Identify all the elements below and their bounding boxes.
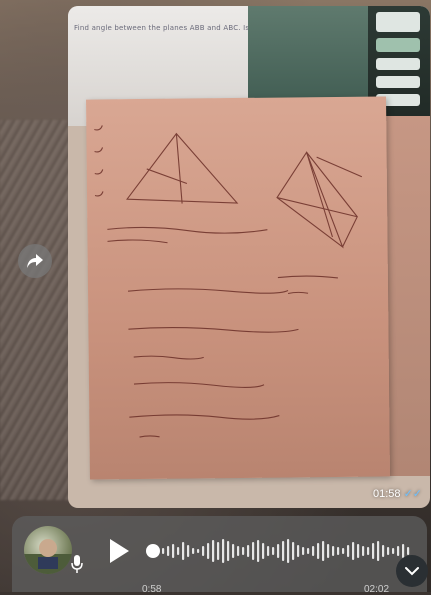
waveform-bar	[237, 546, 240, 556]
playback-scrubber[interactable]	[146, 544, 160, 558]
photo-message[interactable]: Find angle between the planes ABB and AB…	[68, 6, 430, 508]
waveform-bar	[397, 546, 400, 556]
waveform-bar	[247, 545, 250, 557]
waveform-bar	[242, 547, 245, 555]
waveform-bar	[262, 543, 265, 559]
waveform-bar	[187, 545, 190, 557]
handwriting-sketch	[94, 125, 363, 438]
waveform-bar	[257, 540, 260, 562]
photo-handwritten-paper	[86, 96, 390, 480]
scroll-down-button[interactable]	[396, 555, 428, 587]
waveform-bar	[167, 546, 170, 556]
waveform-bar	[292, 542, 295, 560]
waveform-bar	[362, 546, 365, 556]
waveform-bar	[327, 544, 330, 558]
waveform-bar	[282, 541, 285, 561]
waveform-bar	[332, 546, 335, 556]
waveform-bar	[182, 542, 185, 560]
waveform-bar	[287, 539, 290, 563]
waveform-bar	[377, 541, 380, 561]
waveform-bar	[402, 544, 405, 558]
waveform-bar	[407, 547, 410, 555]
waveform-bar	[162, 548, 165, 554]
waveform-bar	[297, 545, 300, 557]
photo-time-label: 01:58	[372, 488, 401, 500]
photo-screen-text: Find angle between the planes ABB and AB…	[74, 24, 327, 32]
waveform-bar	[197, 549, 200, 553]
waveform-bar	[337, 547, 340, 555]
waveform-bar	[367, 547, 370, 555]
audio-waveform[interactable]	[162, 534, 412, 568]
waveform-bar	[252, 542, 255, 560]
waveform-bar	[207, 543, 210, 559]
waveform-bar	[222, 539, 225, 563]
waveform-bar	[227, 541, 230, 561]
play-icon	[110, 539, 129, 563]
chevron-down-icon	[405, 567, 419, 576]
waveform-bar	[382, 545, 385, 557]
waveform-bar	[322, 541, 325, 561]
photo-timestamp: 01:58 ✓✓	[373, 487, 422, 500]
waveform-bar	[177, 547, 180, 555]
waveform-bar	[312, 546, 315, 556]
microphone-icon	[70, 554, 84, 574]
waveform-bar	[212, 540, 215, 562]
waveform-bar	[352, 542, 355, 560]
waveform-bar	[392, 548, 395, 554]
waveform-bar	[317, 543, 320, 559]
waveform-bar	[202, 546, 205, 556]
waveform-bar	[387, 547, 390, 555]
sender-avatar	[24, 526, 72, 574]
waveform-bar	[232, 544, 235, 558]
waveform-bar	[267, 546, 270, 556]
waveform-bar	[217, 542, 220, 560]
waveform-bar	[357, 544, 360, 558]
voice-duration: 02:02	[364, 584, 390, 595]
waveform-bar	[192, 548, 195, 554]
background-fur	[0, 120, 80, 500]
waveform-bar	[172, 544, 175, 558]
share-button[interactable]	[18, 244, 52, 278]
voice-elapsed-time: 0:58	[142, 584, 162, 595]
waveform-bar	[302, 547, 305, 555]
waveform-bar	[372, 543, 375, 559]
voice-message-player[interactable]: 0:58 02:02	[12, 516, 427, 595]
waveform-bar	[307, 548, 310, 554]
read-ticks-icon: ✓✓	[403, 488, 422, 500]
play-button[interactable]	[108, 538, 130, 564]
waveform-bar	[347, 545, 350, 557]
share-arrow-icon	[27, 254, 43, 268]
waveform-bar	[277, 544, 280, 558]
waveform-bar	[342, 548, 345, 554]
waveform-bar	[272, 547, 275, 555]
